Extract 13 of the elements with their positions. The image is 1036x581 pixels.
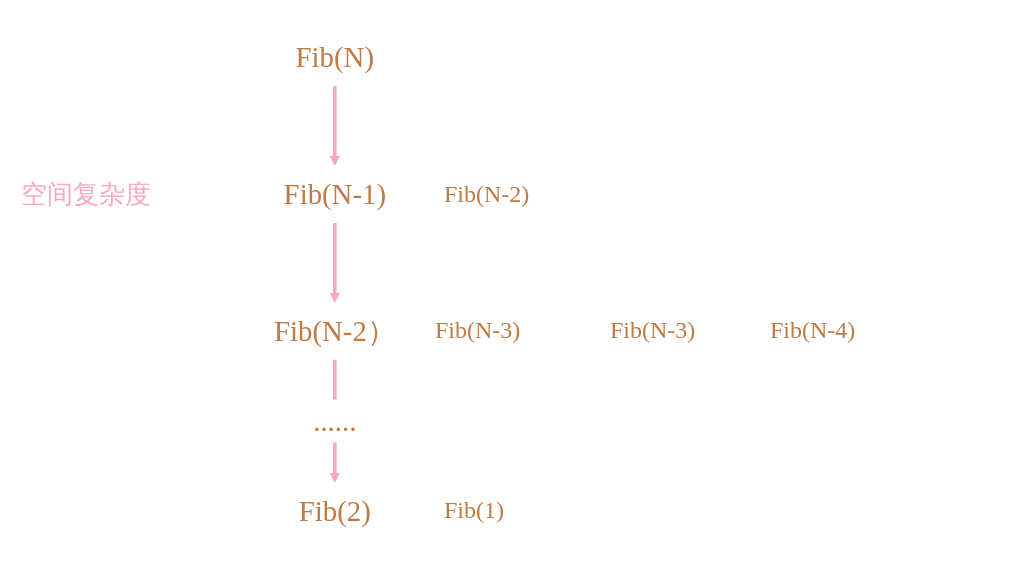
edge-label: ...... bbox=[313, 405, 357, 437]
node-text: Fib(2) bbox=[298, 495, 371, 527]
call-text: Fib(N-3) bbox=[610, 316, 696, 345]
call-text: Fib(N-4) bbox=[770, 316, 856, 345]
node-text: Fib(N-2） bbox=[274, 315, 396, 347]
arrow bbox=[329, 223, 341, 303]
call-text: Fib(1) bbox=[444, 496, 504, 525]
call-text: Fib(N-3) bbox=[435, 316, 521, 345]
call-text: Fib(N-2) bbox=[444, 180, 530, 209]
annotation-text: 空间复杂度 bbox=[21, 179, 151, 211]
arrow bbox=[329, 86, 341, 166]
node-text: Fib(N-1) bbox=[283, 178, 386, 210]
node-text: Fib(N) bbox=[295, 41, 375, 73]
